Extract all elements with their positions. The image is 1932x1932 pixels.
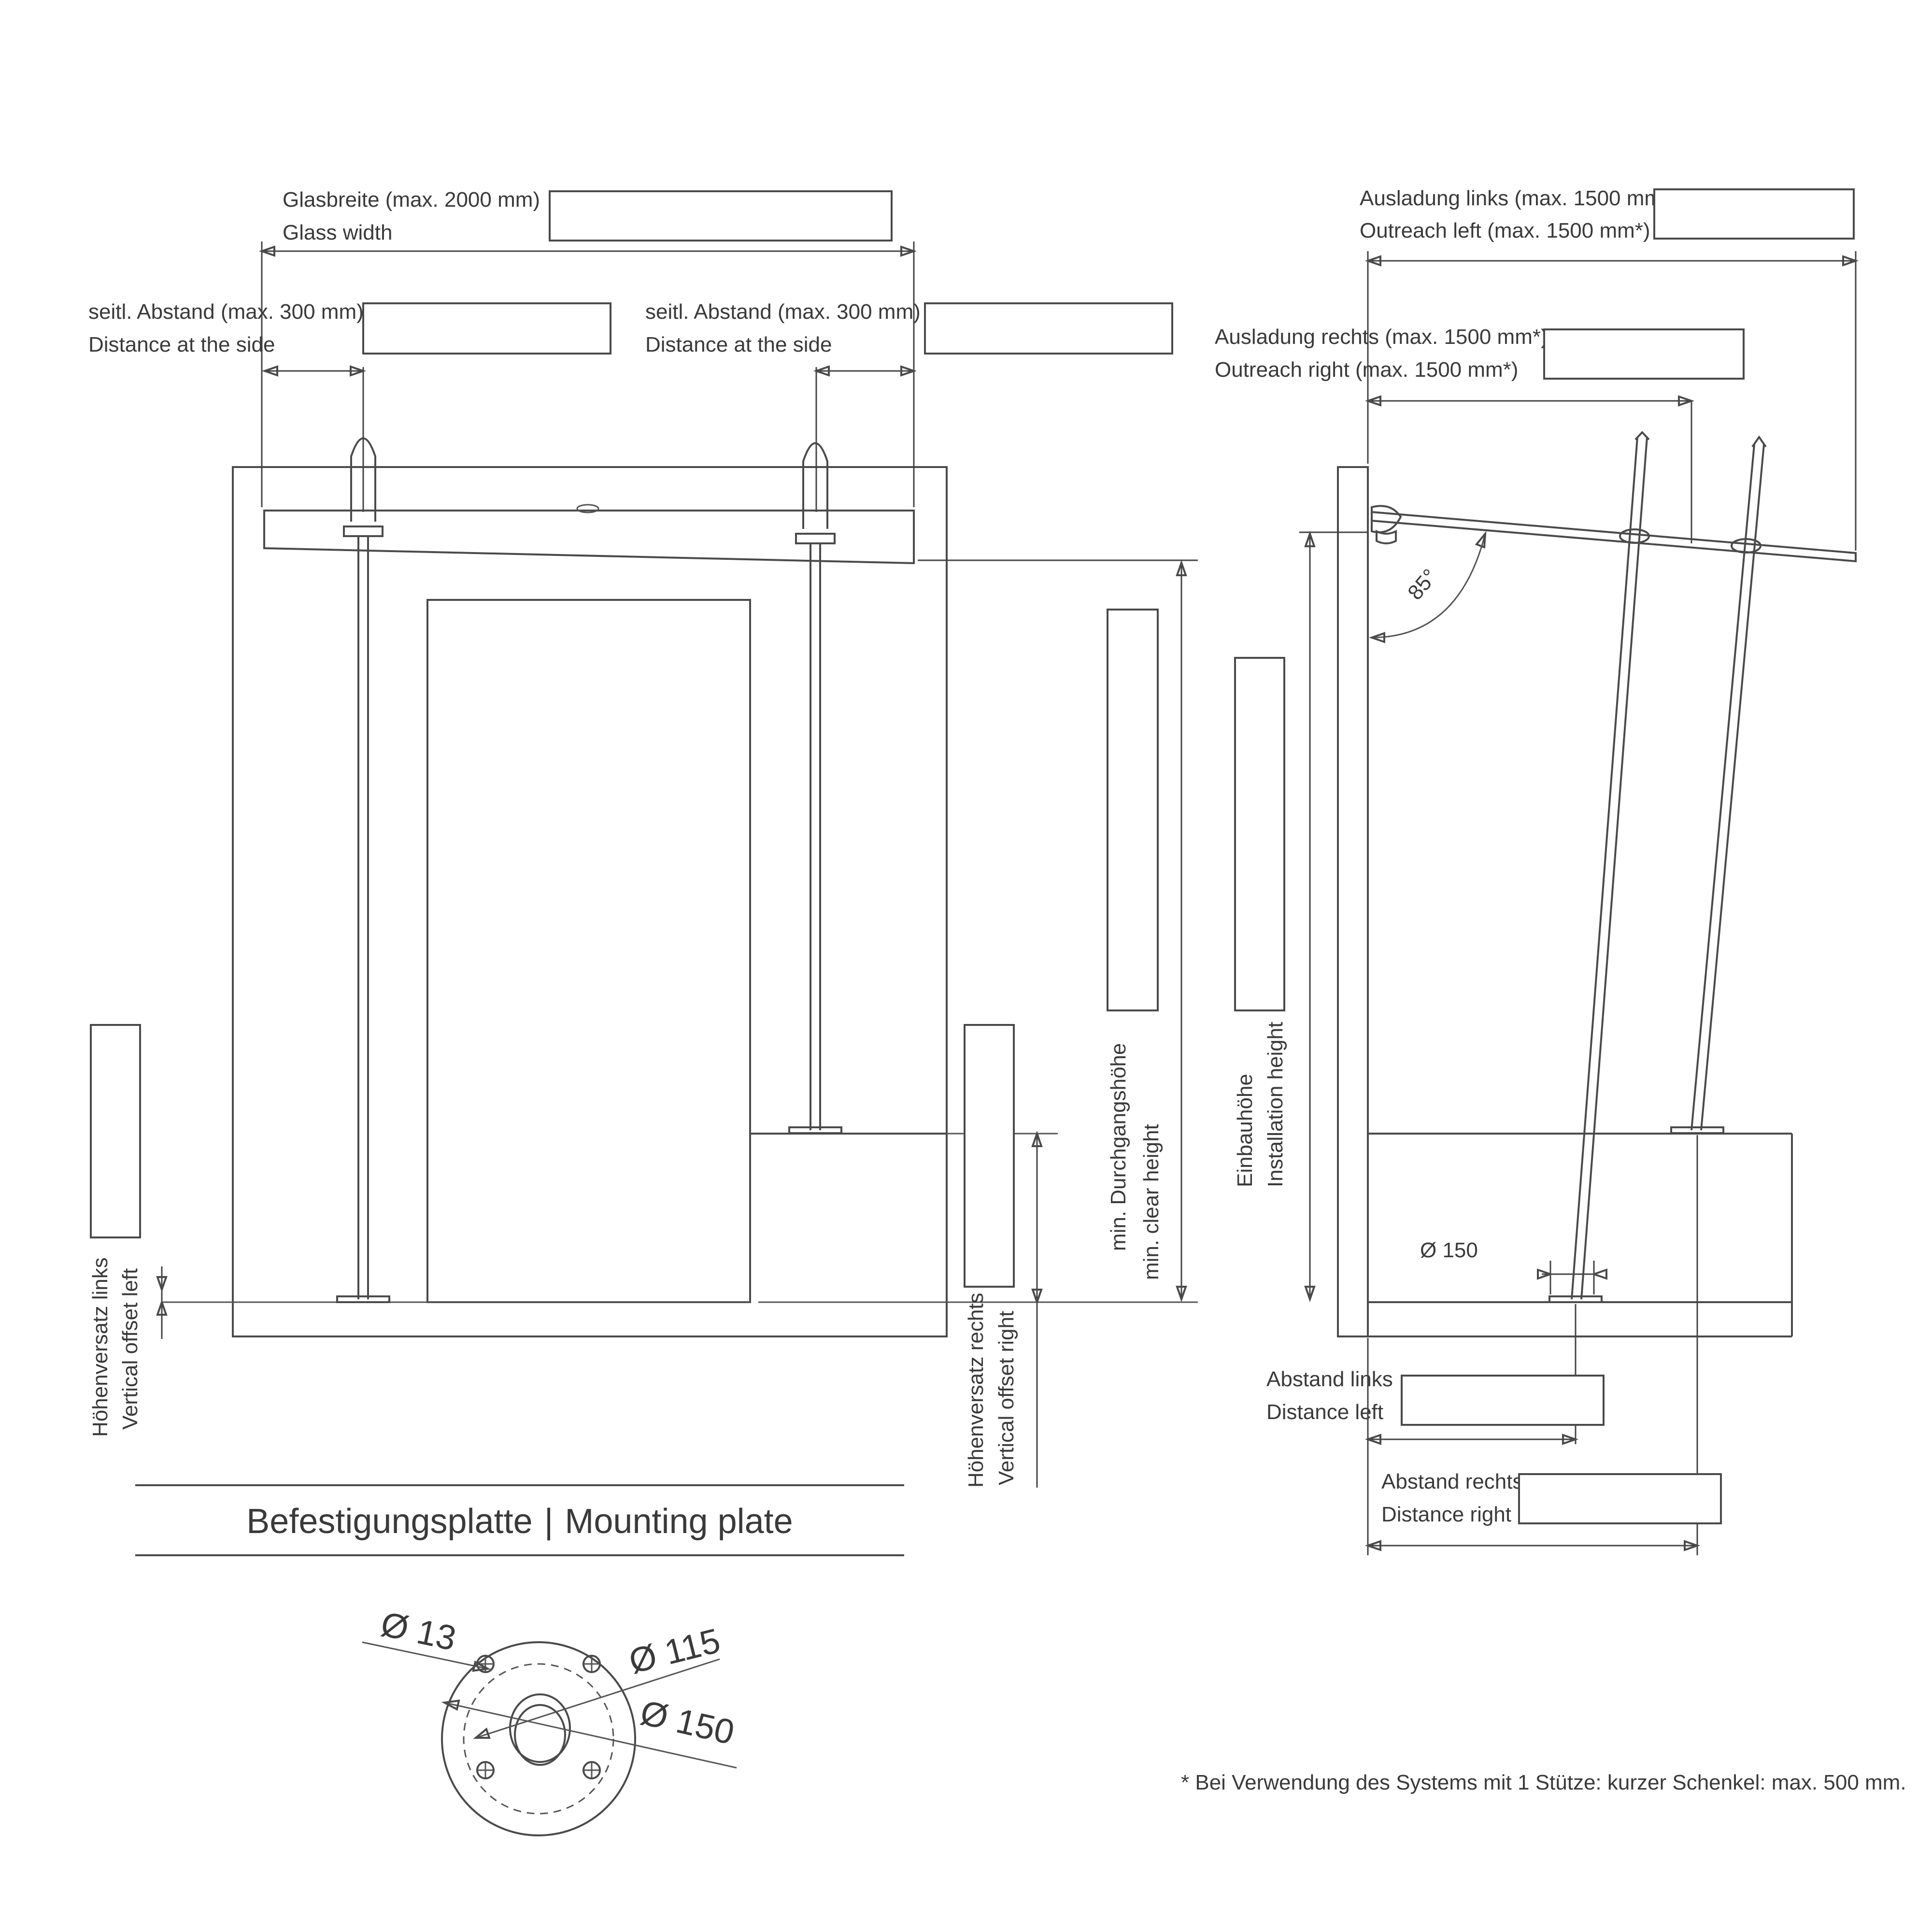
side-distance-left-input[interactable] [362, 302, 611, 355]
center-clamp [576, 504, 599, 513]
distance-left-label-en: Distance left [1266, 1400, 1383, 1424]
installation-height-label: Einbauhöhe [1233, 1074, 1257, 1187]
mounting-plate-section: Befestigungsplatte | Mounting plate Ø 13 Ø… [135, 1484, 904, 1836]
outreach-right-input[interactable] [1543, 328, 1745, 380]
front-view: Glasbreite (max. 2000 mm) Glass width se… [88, 188, 1198, 1488]
post-inner [514, 1704, 566, 1766]
installation-height-label-en: Installation height [1264, 1022, 1287, 1187]
title-separator: | [544, 1502, 554, 1541]
hole-bottom-left [476, 1761, 495, 1779]
min-clear-height-input[interactable] [1107, 609, 1159, 1011]
mounting-plate-drawing: Ø 13 Ø 115 Ø 150 [362, 1605, 738, 1836]
outreach-left-input[interactable] [1653, 188, 1855, 240]
mounting-plate-title-de: Befestigungsplatte [246, 1502, 532, 1541]
foot-diameter-label: Ø 150 [1420, 1238, 1478, 1262]
side-view: 85° Ausladung links (max. 1500 mm*) Outr… [1215, 186, 1859, 1555]
glass-width-label: Glasbreite (max. 2000 mm) [283, 188, 540, 212]
mounting-plate-title: Befestigungsplatte | Mounting plate [246, 1502, 793, 1541]
footnote: * Bei Verwendung des Systems mit 1 Stütz… [1181, 1771, 1906, 1794]
side-support-rear [1670, 435, 1767, 1134]
hole-diameter-label: Ø 13 [378, 1605, 459, 1658]
distance-left-label: Abstand links [1266, 1367, 1393, 1391]
vertical-offset-left-input[interactable] [90, 1024, 141, 1238]
bolt-circle [463, 1663, 614, 1815]
bolt-circle-diameter-label: Ø 115 [625, 1621, 724, 1681]
plate-diameter-label: Ø 150 [637, 1693, 738, 1752]
angle-label: 85° [1403, 565, 1442, 604]
side-distance-right-label-en: Distance at the side [645, 333, 832, 356]
glass-width-label-en: Glass width [283, 221, 392, 244]
side-distance-left-label-en: Distance at the side [88, 333, 275, 356]
hole-top-right [582, 1655, 601, 1673]
vertical-offset-right-label-en: Vertical offset right [994, 1311, 1018, 1485]
distance-right-label: Abstand rechts [1381, 1470, 1523, 1493]
wall-outline [232, 466, 948, 1337]
side-distance-left-label: seitl. Abstand (max. 300 mm) [88, 300, 364, 324]
glass-width-input[interactable] [549, 190, 893, 242]
distance-right-input[interactable] [1518, 1473, 1722, 1524]
outreach-left-label-en: Outreach left (max. 1500 mm*) [1360, 219, 1650, 242]
hole-bottom-right [582, 1761, 601, 1779]
side-canopy-bar [1371, 511, 1857, 563]
angle-arc [1371, 533, 1486, 639]
door-outline [426, 599, 751, 1303]
side-wall [1337, 466, 1369, 1337]
support-left [336, 437, 390, 1303]
support-right [788, 442, 842, 1134]
side-support-front [1548, 431, 1650, 1303]
side-distance-right-input[interactable] [924, 302, 1173, 355]
vertical-offset-left-label-en: Vertical offset left [118, 1268, 142, 1430]
vertical-offset-left-label: Höhenversatz links [88, 1257, 112, 1437]
min-clear-height-label-en: min. clear height [1139, 1124, 1163, 1280]
plate-outline [441, 1641, 636, 1836]
vertical-offset-right-label: Höhenversatz rechts [964, 1293, 988, 1488]
outreach-right-label: Ausladung rechts (max. 1500 mm*) [1215, 325, 1548, 349]
outreach-left-label: Ausladung links (max. 1500 mm*) [1360, 186, 1677, 210]
installation-height-input[interactable] [1234, 657, 1285, 1011]
post-outer [509, 1693, 571, 1763]
canopy-glass [263, 510, 915, 565]
outreach-right-label-en: Outreach right (max. 1500 mm*) [1215, 358, 1518, 382]
vertical-offset-right-input[interactable] [964, 1024, 1015, 1288]
distance-left-input[interactable] [1401, 1375, 1605, 1426]
distance-right-label-en: Distance right [1381, 1503, 1511, 1526]
side-distance-right-label: seitl. Abstand (max. 300 mm) [645, 300, 921, 324]
mounting-plate-title-en: Mounting plate [565, 1502, 793, 1541]
min-clear-height-label: min. Durchgangshöhe [1107, 1043, 1130, 1251]
